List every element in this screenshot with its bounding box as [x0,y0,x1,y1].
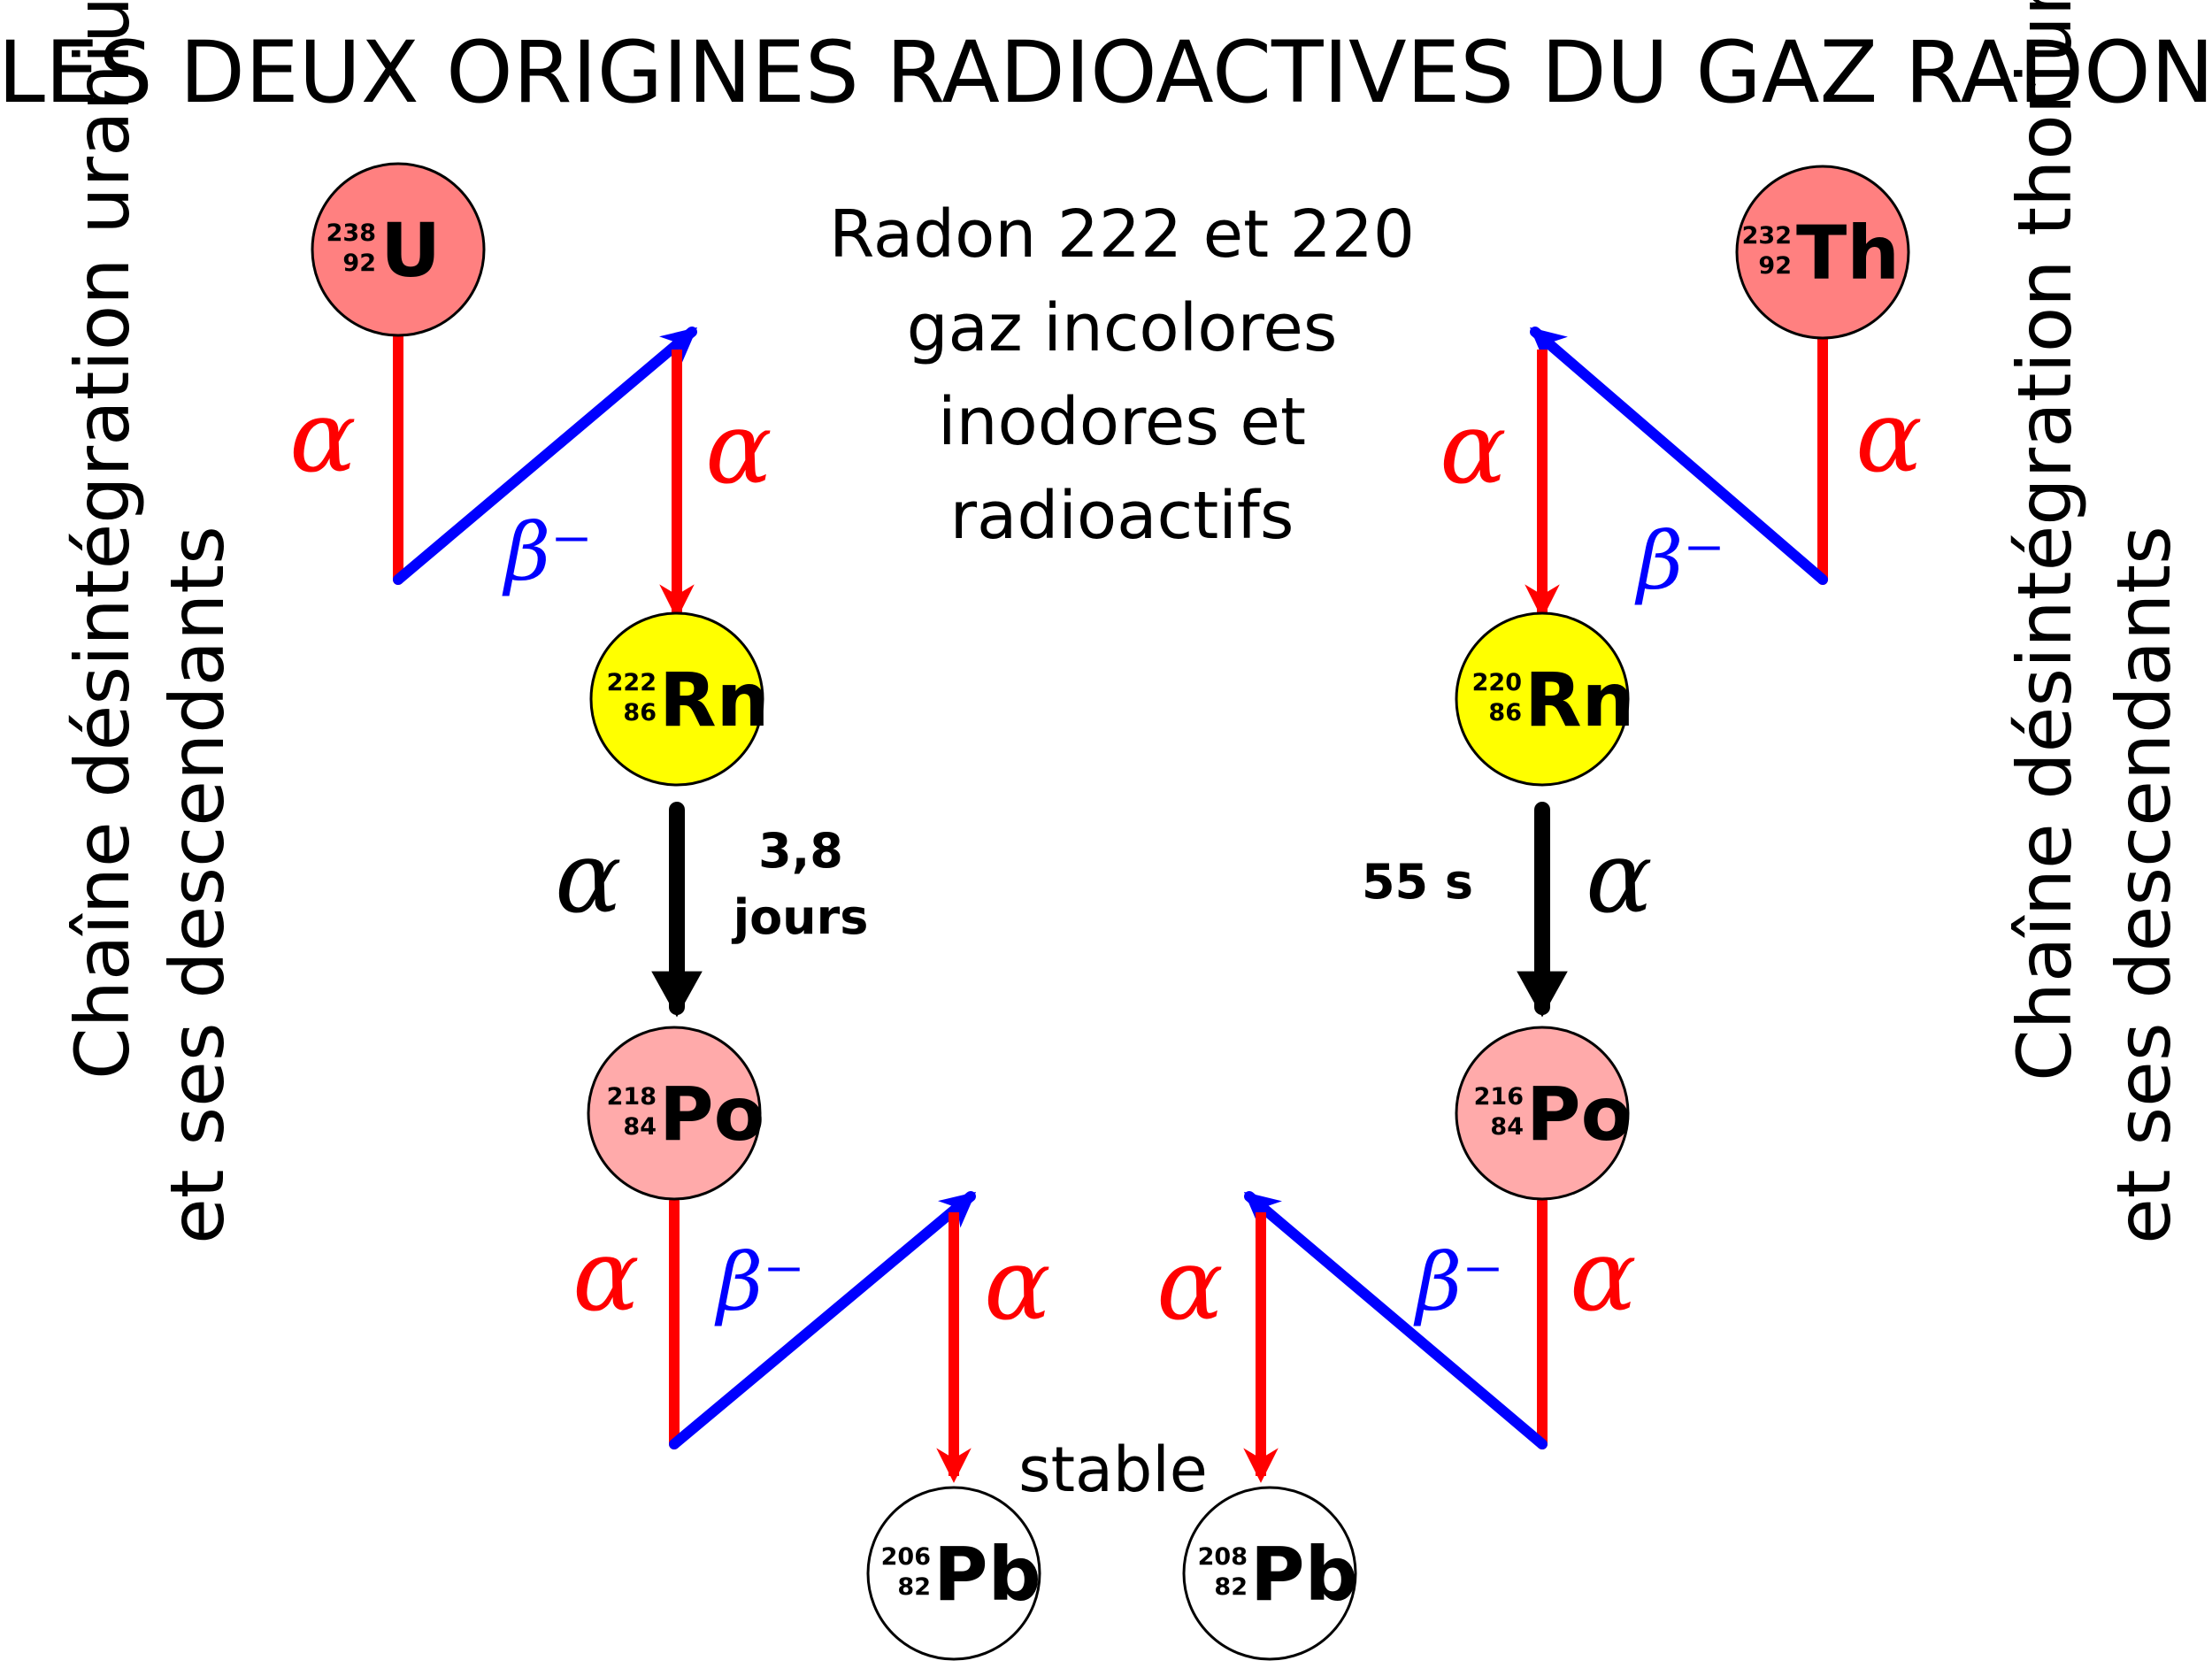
po218-alpha-label: α [572,1219,640,1334]
th232-mass: 232 [1742,222,1792,250]
nuclide-po216: 216 84 Po [1455,1026,1632,1201]
nuclide-pb208: 208 82 Pb [1182,1486,1358,1661]
stable-label: stable [1018,1434,1208,1506]
po218-beta-label: β⁻ [714,1236,805,1329]
po216-symbol: Po [1526,1071,1632,1157]
rn222-symbol: Rn [659,657,769,743]
rn222-decay-alpha-label: α [555,820,622,935]
nuclide-rn220: 220 86 Rn [1455,611,1634,787]
po216-atomic: 84 [1490,1113,1524,1141]
po218-atomic: 84 [623,1113,657,1141]
rn222-half-life-line1: 3,8 [758,823,843,879]
right-caption-line1: Chaîne désintégration thorium 232 [2001,0,2088,1081]
th232-beta-label: β⁻ [1634,515,1725,608]
left-caption-line2: et ses descendants [154,526,241,1244]
u238-beta-label: β⁻ [502,506,593,599]
pb206-mass: 206 [881,1543,931,1571]
pb208-atomic: 82 [1214,1573,1248,1601]
pb206-symbol: Pb [933,1531,1041,1618]
nuclide-po218: 218 84 Po [587,1026,764,1201]
po216-mass: 216 [1474,1083,1524,1111]
right-caption-line2: et ses descendants [2101,526,2187,1244]
u238-mass: 238 [326,219,376,247]
nuclide-th232: 232 92 Th [1735,165,1910,340]
po216-beta-arrow [1243,1191,1548,1449]
pb208-symbol: Pb [1250,1531,1358,1618]
u238-beta-arrow [393,327,698,585]
u238-symbol: U [380,207,441,294]
th232-atomic: 92 [1758,252,1792,280]
info-line3: inodores et [938,384,1306,460]
rn220-alpha-label: α [1440,391,1507,506]
po218-symbol: Po [659,1071,764,1157]
diagram-title: LES DEUX ORIGINES RADIOACTIVES DU GAZ RA… [0,23,2212,122]
left-caption-line1: Chaîne désintégration uranium 238 [59,0,146,1080]
pb206-atomic: 82 [897,1573,931,1601]
po218-beta-arrow [669,1191,977,1449]
rn222-atomic: 86 [623,699,657,727]
th232-beta-arrow [1529,327,1828,585]
pb206-alpha-label: α [984,1227,1051,1342]
pb208-mass: 208 [1198,1543,1248,1571]
info-line2: gaz incolores [907,290,1338,366]
right-caption: Chaîne désintégration thorium 232 et ses… [2001,0,2187,1244]
info-line1: Radon 222 et 220 [829,196,1415,273]
rn220-mass: 220 [1472,669,1522,696]
rn220-atomic: 86 [1488,699,1522,727]
rn220-symbol: Rn [1525,657,1634,743]
rn222-mass: 222 [607,669,657,696]
po218-mass: 218 [607,1083,657,1111]
left-caption: Chaîne désintégration uranium 238 et ses… [59,0,241,1244]
info-line4: radioactifs [950,478,1294,554]
nuclide-u238: 238 92 U [311,162,486,337]
pb208-alpha-label: α [1156,1227,1224,1342]
po216-alpha-label: α [1570,1219,1637,1334]
rn220-decay-alpha-label: α [1586,820,1653,935]
rn222-alpha-label: α [705,391,772,506]
th232-alpha-label: α [1855,380,1923,495]
u238-alpha-label: α [289,380,357,495]
rn222-half-life-line2: jours [732,889,869,945]
u238-atomic: 92 [342,250,376,277]
po216-beta-label: β⁻ [1413,1236,1504,1329]
rn220-half-life: 55 s [1362,854,1473,910]
th232-symbol: Th [1796,210,1900,296]
nuclide-rn222: 222 86 Rn [589,611,769,787]
nuclide-pb206: 206 82 Pb [866,1486,1041,1661]
radon-info: Radon 222 et 220 gaz incolores inodores … [829,196,1415,554]
